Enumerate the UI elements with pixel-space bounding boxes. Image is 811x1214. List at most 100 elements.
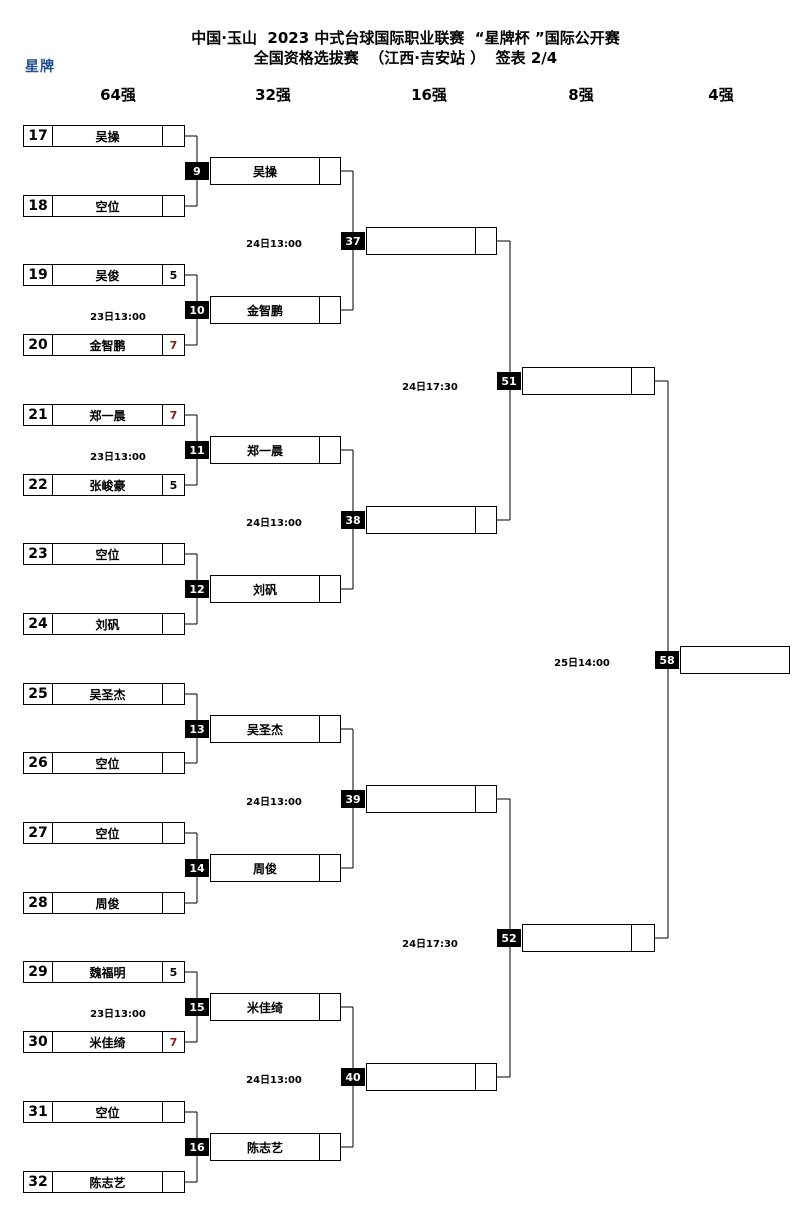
player-score xyxy=(163,543,185,565)
round-header: 16强 xyxy=(411,86,447,104)
player-name: 郑一晨 xyxy=(53,404,163,426)
player-score: 7 xyxy=(163,1031,185,1053)
seed-number: 25 xyxy=(23,683,53,705)
seed-number: 21 xyxy=(23,404,53,426)
match-winner: 郑一晨 xyxy=(210,436,320,464)
match-score xyxy=(320,854,341,882)
player-score xyxy=(163,822,185,844)
round-header: 32强 xyxy=(255,86,291,104)
title-line-1: 中国·玉山 2023 中式台球国际职业联赛 “星牌杯 ”国际公开赛 xyxy=(191,29,620,47)
match-number: 11 xyxy=(185,441,209,459)
player-name: 吴俊 xyxy=(53,264,163,286)
match-score xyxy=(320,993,341,1021)
match-number: 13 xyxy=(185,720,209,738)
seed-number: 32 xyxy=(23,1171,53,1193)
match-number: 58 xyxy=(655,651,679,669)
match-score xyxy=(632,924,655,952)
player-score xyxy=(163,892,185,914)
match-time: 23日13:00 xyxy=(90,312,146,323)
match-number: 39 xyxy=(341,790,365,808)
match-winner: 刘矾 xyxy=(210,575,320,603)
match-winner: 吴操 xyxy=(210,157,320,185)
player-name: 空位 xyxy=(53,1101,163,1123)
player-name: 魏福明 xyxy=(53,961,163,983)
match-number: 15 xyxy=(185,998,209,1016)
match-winner: 陈志艺 xyxy=(210,1133,320,1161)
seed-number: 23 xyxy=(23,543,53,565)
match-score xyxy=(320,1133,341,1161)
match-time: 24日13:00 xyxy=(246,518,302,529)
player-score: 5 xyxy=(163,961,185,983)
match-time: 25日14:00 xyxy=(554,658,610,669)
match-winner xyxy=(366,227,476,255)
player-name: 吴圣杰 xyxy=(53,683,163,705)
player-score: 7 xyxy=(163,404,185,426)
player-score xyxy=(163,195,185,217)
player-score xyxy=(163,1101,185,1123)
match-number: 10 xyxy=(185,301,209,319)
seed-number: 19 xyxy=(23,264,53,286)
player-name: 吴操 xyxy=(53,125,163,147)
match-number: 37 xyxy=(341,232,365,250)
round-header: 64强 xyxy=(100,86,136,104)
seed-number: 17 xyxy=(23,125,53,147)
match-winner xyxy=(366,785,476,813)
match-number: 52 xyxy=(497,929,521,947)
match-score xyxy=(476,506,497,534)
player-score xyxy=(163,1171,185,1193)
match-number: 14 xyxy=(185,859,209,877)
player-score xyxy=(163,683,185,705)
player-name: 空位 xyxy=(53,822,163,844)
round-header: 8强 xyxy=(568,86,594,104)
match-score xyxy=(320,296,341,324)
match-score xyxy=(320,157,341,185)
match-winner: 米佳绮 xyxy=(210,993,320,1021)
match-score xyxy=(476,1063,497,1091)
seed-number: 31 xyxy=(23,1101,53,1123)
player-score: 5 xyxy=(163,474,185,496)
seed-number: 22 xyxy=(23,474,53,496)
player-score xyxy=(163,752,185,774)
player-name: 米佳绮 xyxy=(53,1031,163,1053)
player-score xyxy=(163,613,185,635)
title-line-2: 全国资格选拔赛 （江西·吉安站 ） 签表 2/4 xyxy=(253,49,558,67)
match-time: 23日13:00 xyxy=(90,1009,146,1020)
match-time: 24日17:30 xyxy=(402,939,458,950)
match-time: 24日17:30 xyxy=(402,382,458,393)
seed-number: 20 xyxy=(23,334,53,356)
match-winner xyxy=(522,924,632,952)
match-time: 23日13:00 xyxy=(90,452,146,463)
match-score xyxy=(476,785,497,813)
seed-number: 28 xyxy=(23,892,53,914)
player-name: 空位 xyxy=(53,195,163,217)
seed-number: 27 xyxy=(23,822,53,844)
match-winner xyxy=(522,367,632,395)
player-score xyxy=(163,125,185,147)
match-winner xyxy=(366,1063,476,1091)
player-score: 7 xyxy=(163,334,185,356)
player-name: 金智鹏 xyxy=(53,334,163,356)
seed-number: 29 xyxy=(23,961,53,983)
match-score xyxy=(632,367,655,395)
match-winner xyxy=(680,646,790,674)
match-number: 51 xyxy=(497,372,521,390)
player-name: 刘矾 xyxy=(53,613,163,635)
match-time: 24日13:00 xyxy=(246,1075,302,1086)
player-name: 空位 xyxy=(53,543,163,565)
match-winner: 金智鹏 xyxy=(210,296,320,324)
match-score xyxy=(320,575,341,603)
match-score xyxy=(320,436,341,464)
match-number: 12 xyxy=(185,580,209,598)
match-number: 38 xyxy=(341,511,365,529)
match-score xyxy=(476,227,497,255)
match-winner: 吴圣杰 xyxy=(210,715,320,743)
seed-number: 18 xyxy=(23,195,53,217)
seed-number: 24 xyxy=(23,613,53,635)
player-name: 张峻豪 xyxy=(53,474,163,496)
match-winner xyxy=(366,506,476,534)
round-header: 4强 xyxy=(708,86,734,104)
match-number: 16 xyxy=(185,1138,209,1156)
match-time: 24日13:00 xyxy=(246,797,302,808)
player-name: 陈志艺 xyxy=(53,1171,163,1193)
player-name: 周俊 xyxy=(53,892,163,914)
